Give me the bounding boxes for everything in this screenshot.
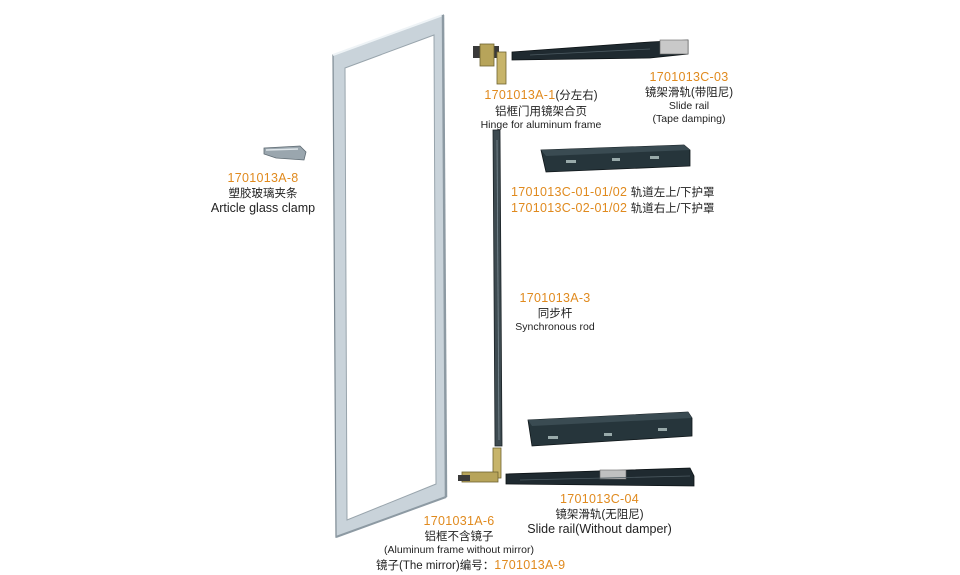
- rail-cover-lower-drawing: [527, 411, 693, 447]
- rail-cover-left-row: 1701013C-01-01/02 轨道左上/下护罩: [511, 184, 715, 200]
- frame-en: (Aluminum frame without mirror): [384, 544, 534, 556]
- rail-cover-left-zh: 轨道左上/下护罩: [630, 187, 715, 199]
- glass-clamp-label: 1701013A-8 塑胶玻璃夹条 Article glass clamp: [208, 171, 318, 217]
- frame-label: 1701031A-6 铝框不含镜子 (Aluminum frame withou…: [372, 514, 546, 557]
- frame-code: 1701031A-6: [423, 514, 495, 528]
- slide-rail-damping-zh: 镜架滑轨(带阻尼): [644, 86, 734, 99]
- sync-rod-zh: 同步杆: [537, 307, 573, 320]
- rail-cover-right-row: 1701013C-02-01/02 轨道右上/下护罩: [511, 200, 715, 216]
- glass-clamp-drawing: [263, 145, 307, 161]
- slide-rail-damping-code: 1701013C-03: [649, 70, 729, 84]
- glass-clamp-zh: 塑胶玻璃夹条: [228, 187, 298, 200]
- glass-clamp-en: Article glass clamp: [210, 201, 316, 215]
- slide-rail-damping-label: 1701013C-03 镜架滑轨(带阻尼) Slide rail (Tape d…: [634, 70, 744, 126]
- rail-cover-right-zh: 轨道右上/下护罩: [630, 203, 715, 215]
- rail-cover-right-code: 1701013C-02-01/02: [511, 201, 628, 215]
- slide-rail-plain-label: 1701013C-04 镜架滑轨(无阻尼) Slide rail(Without…: [512, 492, 687, 538]
- sync-rod-en: Synchronous rod: [515, 321, 595, 333]
- hinge-zh: 铝框门用镜架合页: [495, 106, 587, 118]
- slide-rail-damping-drawing: [511, 39, 689, 61]
- slide-rail-plain-code: 1701013C-04: [559, 492, 640, 506]
- hinge-label: 1701013A-1(分左右) 铝框门用镜架合页 Hinge for alumi…: [476, 85, 606, 133]
- hinge-bottom-drawing: [458, 447, 502, 483]
- rail-cover-left-code: 1701013C-01-01/02: [511, 185, 628, 199]
- slide-rail-plain-zh: 镜架滑轨(无阻尼): [555, 508, 644, 521]
- slide-rail-damping-en2: (Tape damping): [652, 113, 726, 126]
- sync-rod-code: 1701013A-3: [519, 291, 591, 305]
- synchronous-rod-drawing: [492, 129, 503, 447]
- hinge-code: 1701013A-1: [484, 88, 556, 102]
- sync-rod-label: 1701013A-3 同步杆 Synchronous rod: [500, 291, 610, 334]
- mirror-label: 镜子(The mirror)编号：1701013A-9: [376, 557, 565, 573]
- mirror-prefix: 镜子(The mirror)编号：: [376, 560, 495, 572]
- glass-clamp-code: 1701013A-8: [227, 171, 299, 185]
- frame-zh: 铝框不含镜子: [424, 530, 494, 543]
- hinge-en: Hinge for aluminum frame: [480, 119, 602, 132]
- hinge-top-drawing: [473, 43, 507, 85]
- slide-rail-damping-en1: Slide rail: [668, 100, 710, 112]
- aluminum-frame-drawing: [332, 14, 448, 538]
- slide-rail-plain-drawing: [505, 467, 695, 487]
- rail-cover-upper-drawing: [540, 144, 691, 173]
- hinge-code-suffix: (分左右): [555, 90, 598, 102]
- mirror-code: 1701013A-9: [494, 558, 566, 572]
- slide-rail-plain-en: Slide rail(Without damper): [527, 522, 672, 536]
